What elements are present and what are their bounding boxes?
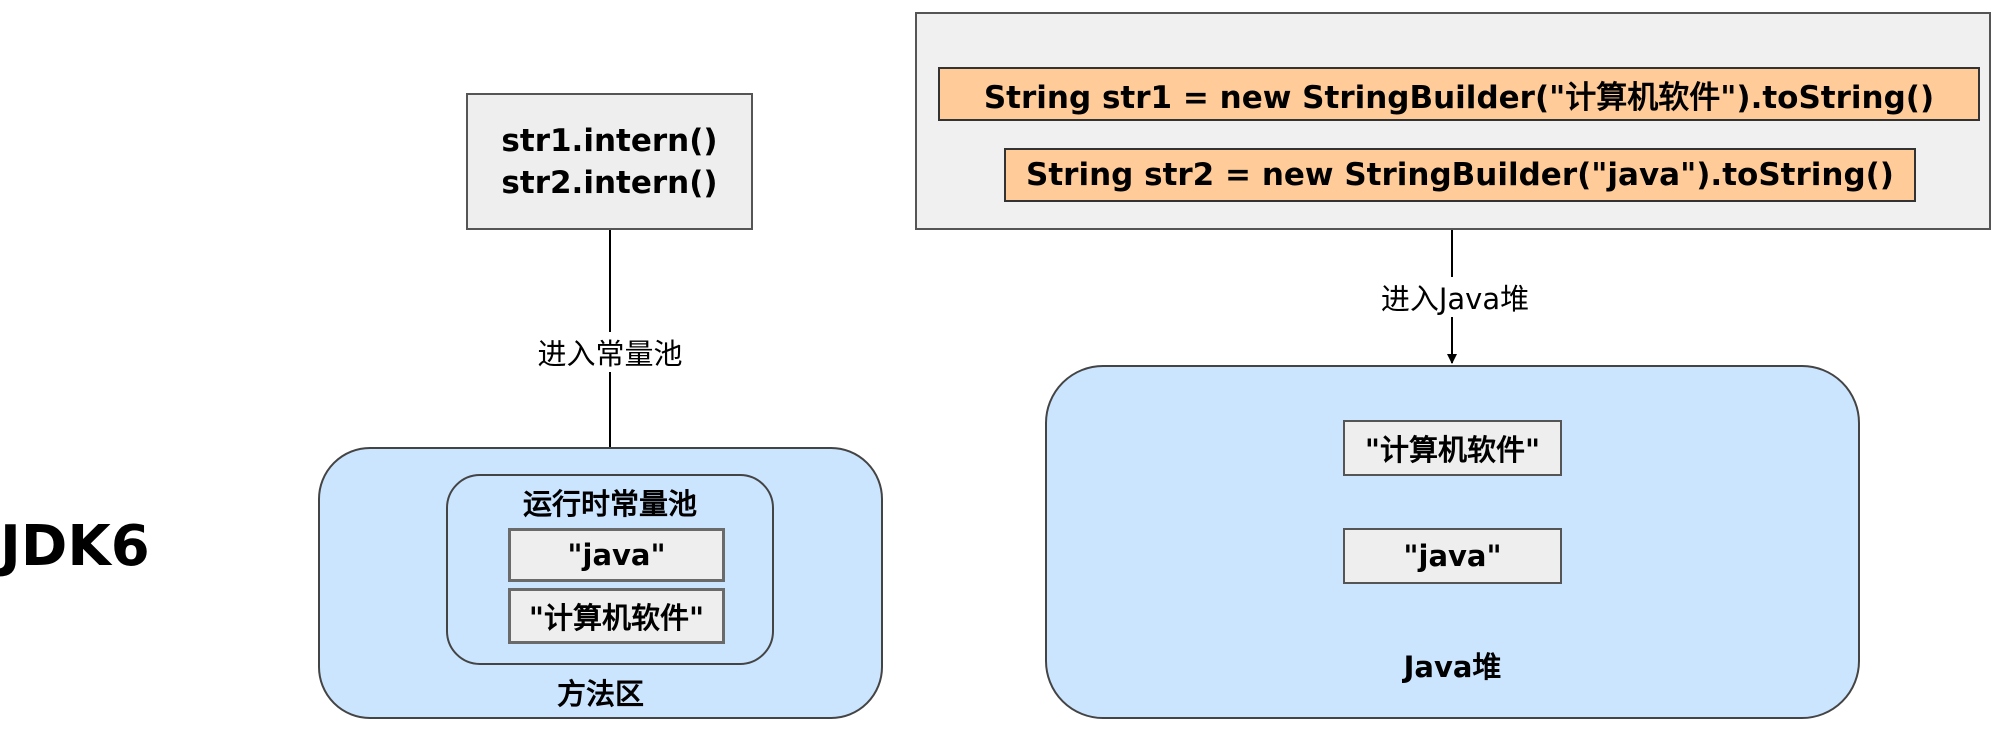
pool-item-computer-software: "计算机软件" — [508, 588, 725, 644]
jdk-version-label: JDK6 — [0, 514, 150, 579]
heap-item-java: "java" — [1343, 528, 1562, 584]
heap-item-computer-software: "计算机软件" — [1343, 420, 1562, 476]
code-line-str1: String str1 = new StringBuilder("计算机软件")… — [938, 67, 1980, 121]
edge-label-constant-pool: 进入常量池 — [520, 332, 700, 372]
intern-line-1: str1.intern() — [501, 122, 718, 159]
intern-calls-box: str1.intern() str2.intern() — [466, 93, 753, 230]
method-area-label: 方法区 — [556, 677, 644, 711]
edge-label-java-heap: 进入Java堆 — [1360, 277, 1550, 317]
intern-line-2: str2.intern() — [501, 164, 718, 201]
pool-item-java: "java" — [508, 528, 725, 582]
java-heap-label: Java堆 — [1403, 650, 1502, 684]
code-line-str2: String str2 = new StringBuilder("java").… — [1004, 148, 1916, 202]
runtime-constant-pool-title: 运行时常量池 — [522, 487, 697, 521]
